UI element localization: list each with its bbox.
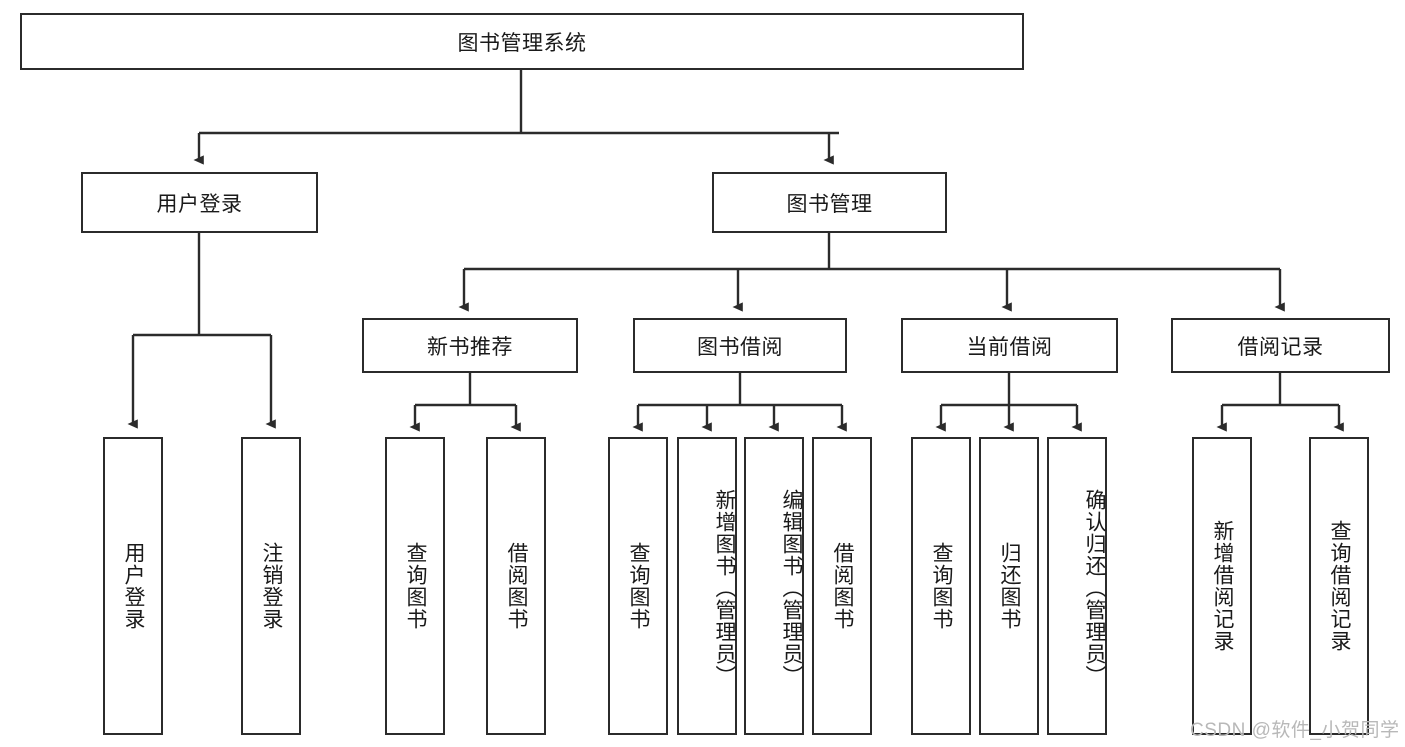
node-current-borrow[interactable]: 当前借阅 [901,318,1118,373]
leaf-user-login-login[interactable]: 用户登录 [103,437,163,735]
node-book-management[interactable]: 图书管理 [712,172,947,233]
leaf-current-borrow-query[interactable]: 查询图书 [911,437,971,735]
node-label: 查询图书 [627,542,651,630]
node-label: 编辑图书（管理员） [780,489,803,687]
node-label: 用户登录 [122,542,146,630]
node-label: 归还图书 [998,542,1022,630]
node-label: 查询借阅记录 [1328,520,1352,652]
node-book-management-system[interactable]: 图书管理系统 [20,13,1024,70]
node-label: 借阅记录 [1237,335,1324,359]
leaf-borrow-record-query[interactable]: 查询借阅记录 [1309,437,1369,735]
leaf-new-book-query[interactable]: 查询图书 [385,437,445,735]
node-label: 注销登录 [260,542,284,630]
leaf-book-borrow-borrow[interactable]: 借阅图书 [812,437,872,735]
node-user-login[interactable]: 用户登录 [81,172,318,233]
node-book-borrow[interactable]: 图书借阅 [633,318,847,373]
node-borrow-record[interactable]: 借阅记录 [1171,318,1390,373]
node-label: 借阅图书 [831,542,855,630]
node-label: 查询图书 [404,542,428,630]
leaf-user-login-logout[interactable]: 注销登录 [241,437,301,735]
node-label: 确认归还（管理员） [1083,489,1106,687]
node-label: 当前借阅 [966,335,1053,359]
node-label: 新增图书（管理员） [713,489,736,687]
watermark-text: CSDN @软件_小贺同学 [1190,720,1400,741]
leaf-new-book-borrow[interactable]: 借阅图书 [486,437,546,735]
node-label: 新增借阅记录 [1211,520,1235,652]
leaf-book-borrow-query[interactable]: 查询图书 [608,437,668,735]
node-label: 图书借阅 [697,335,783,359]
leaf-current-borrow-return[interactable]: 归还图书 [979,437,1039,735]
leaf-current-borrow-confirm-return[interactable]: 确认归还（管理员） [1047,437,1107,735]
node-label: 新书推荐 [427,335,513,359]
node-label: 图书管理系统 [457,31,587,55]
node-label: 借阅图书 [505,542,529,630]
leaf-book-borrow-add[interactable]: 新增图书（管理员） [677,437,737,735]
leaf-borrow-record-add[interactable]: 新增借阅记录 [1192,437,1252,735]
watermark: CSDN @软件_小贺同学 [1190,715,1399,742]
node-label: 图书管理 [786,192,873,216]
node-label: 查询图书 [930,542,954,630]
node-new-book-recommend[interactable]: 新书推荐 [362,318,578,373]
node-label: 用户登录 [156,192,243,216]
leaf-book-borrow-edit[interactable]: 编辑图书（管理员） [744,437,804,735]
